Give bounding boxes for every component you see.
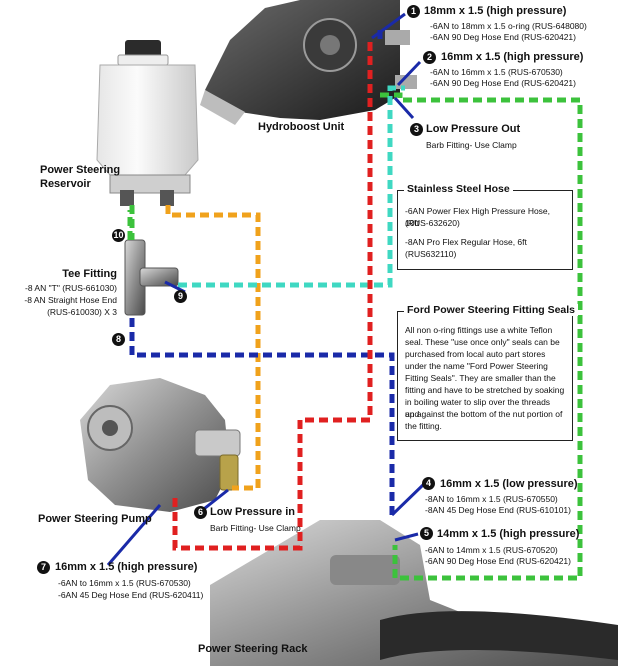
callout-3-line1: Barb Fitting- Use Clamp [426,140,517,150]
ford-seals-title: Ford Power Steering Fitting Seals [404,304,579,316]
ford-seals-line: seal. These "use once only" seals can be [405,337,560,347]
callout-3-number: 3 [410,123,423,136]
reservoir-label-line1: Power Steering [40,164,121,176]
stainless-hose-title: Stainless Steel Hose [404,183,513,195]
callout-9-number: 9 [174,290,187,303]
callout-8-number: 8 [112,333,125,346]
ford-seals-line: fitting and have to be stretched by soak… [405,385,565,395]
reservoir-image [96,40,199,206]
callout-10-number: 10 [112,229,125,242]
callout-7-title: 16mm x 1.5 (high pressure) [55,561,198,573]
tee-fitting-image [124,239,179,316]
callout-2-line1: -6AN to 16mm x 1.5 (RUS-670530) [430,67,563,77]
callout-5-title: 14mm x 1.5 (high pressure) [437,528,580,540]
stainless-hose-line3: -8AN Pro Flex Regular Hose, 6ft [405,237,527,247]
callout-4-line2: -8AN 45 Deg Hose End (RUS-610101) [425,505,571,515]
callout-6-title: Low Pressure in [210,506,295,518]
hose-cyan [178,85,405,288]
ford-seals-line: the fitting. [405,421,442,431]
hose-orange [165,205,261,491]
stainless-hose-box: Stainless Steel Hose -6AN Power Flex Hig… [397,183,573,270]
ford-seals-line: purchased from local auto part stores [405,349,546,359]
callout-2-number: 2 [423,51,436,64]
stainless-hose-line1: -6AN Power Flex High Pressure Hose, 10ft [405,206,551,228]
stainless-hose-line2: (RUS-632620) [405,218,460,228]
tee-fitting-line2: -8 AN Straight Hose End [24,295,117,305]
ford-seals-line: under the name "Ford Power Steering [405,361,548,371]
callout-1-line1: -6AN to 18mm x 1.5 o-ring (RUS-648080) [430,21,587,31]
callout-2-title: 16mm x 1.5 (high pressure) [441,51,584,63]
rack-image [210,520,618,666]
ford-seals-line: in boiling water to slip over the thread… [405,397,551,419]
callout-5-line1: -6AN to 14mm x 1.5 (RUS-670520) [425,545,558,555]
callout-1-title: 18mm x 1.5 (high pressure) [424,5,567,17]
callout-4-number: 4 [422,477,435,490]
hose-red [172,42,373,551]
hydroboost-unit-image [200,0,417,125]
tee-fitting-title: Tee Fitting [62,268,117,280]
callout-7-line1: -6AN to 16mm x 1.5 (RUS-670530) [58,578,191,588]
callout-4-line1: -8AN to 16mm x 1.5 (RUS-670550) [425,494,558,504]
hydroboost-label: Hydroboost Unit [258,121,345,133]
callout-6-line1: Barb Fitting- Use Clamp [210,523,301,533]
pump-label: Power Steering Pump [38,513,152,525]
callout-5-number: 5 [420,527,433,540]
callout-1-number: 1 [407,5,420,18]
callout-7-line2: -6AN 45 Deg Hose End (RUS-620411) [58,590,204,600]
callout-2-line2: -6AN 90 Deg Hose End (RUS-620421) [430,78,576,88]
callout-3-title: Low Pressure Out [426,123,521,135]
tee-fitting-line3: (RUS-610030) X 3 [47,307,117,317]
callout-7-number: 7 [37,561,50,574]
callout-1-line2: -6AN 90 Deg Hose End (RUS-620421) [430,32,576,42]
ford-seals-line: All non o-ring fittings use a white Tefl… [405,325,553,335]
pump-image [80,378,241,512]
ford-seals-box: Ford Power Steering Fitting Seals All no… [397,304,579,441]
stainless-hose-line4: (RUS632110) [405,249,457,259]
callout-5-line2: -6AN 90 Deg Hose End (RUS-620421) [425,556,571,566]
callout-4-title: 16mm x 1.5 (low pressure) [440,478,578,490]
rack-label: Power Steering Rack [198,643,308,655]
ford-seals-line: up against the bottom of the nut portion… [405,409,563,419]
reservoir-label-line2: Reservoir [40,178,91,190]
callout-6-number: 6 [194,506,207,519]
tee-fitting-line1: -8 AN "T" (RUS-661030) [24,283,117,293]
ford-seals-line: Fitting Seals". They are smaller than th… [405,373,556,383]
